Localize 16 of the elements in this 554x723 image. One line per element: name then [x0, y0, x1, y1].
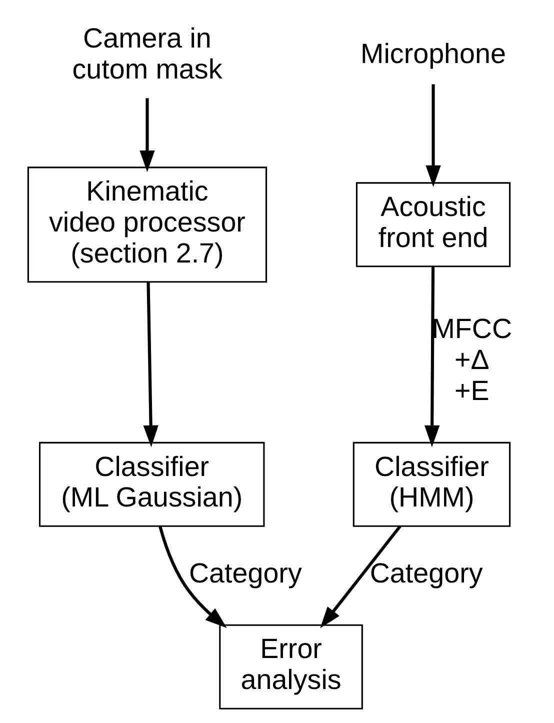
- node-box: Error analysis: [218, 624, 362, 710]
- node-text: Microphone: [360, 38, 506, 69]
- edge-label: Category: [188, 557, 302, 588]
- arrow: [142, 282, 158, 448]
- node-text: Camera in cutom mask: [72, 22, 222, 84]
- arrow: [425, 84, 440, 188]
- edge-label: MFCC +Δ +E: [431, 313, 512, 406]
- arrow: [139, 98, 154, 172]
- arrow: [320, 525, 401, 628]
- node-box: Classifier (HMM): [352, 442, 510, 527]
- node-box: Acoustic front end: [355, 182, 510, 268]
- arrow: [158, 526, 226, 628]
- node-box: Kinematic video processor (section 2.7): [26, 166, 267, 283]
- arrow: [424, 266, 440, 448]
- node-box: Classifier (ML Gaussian): [38, 442, 264, 527]
- edge-label: Category: [369, 557, 482, 588]
